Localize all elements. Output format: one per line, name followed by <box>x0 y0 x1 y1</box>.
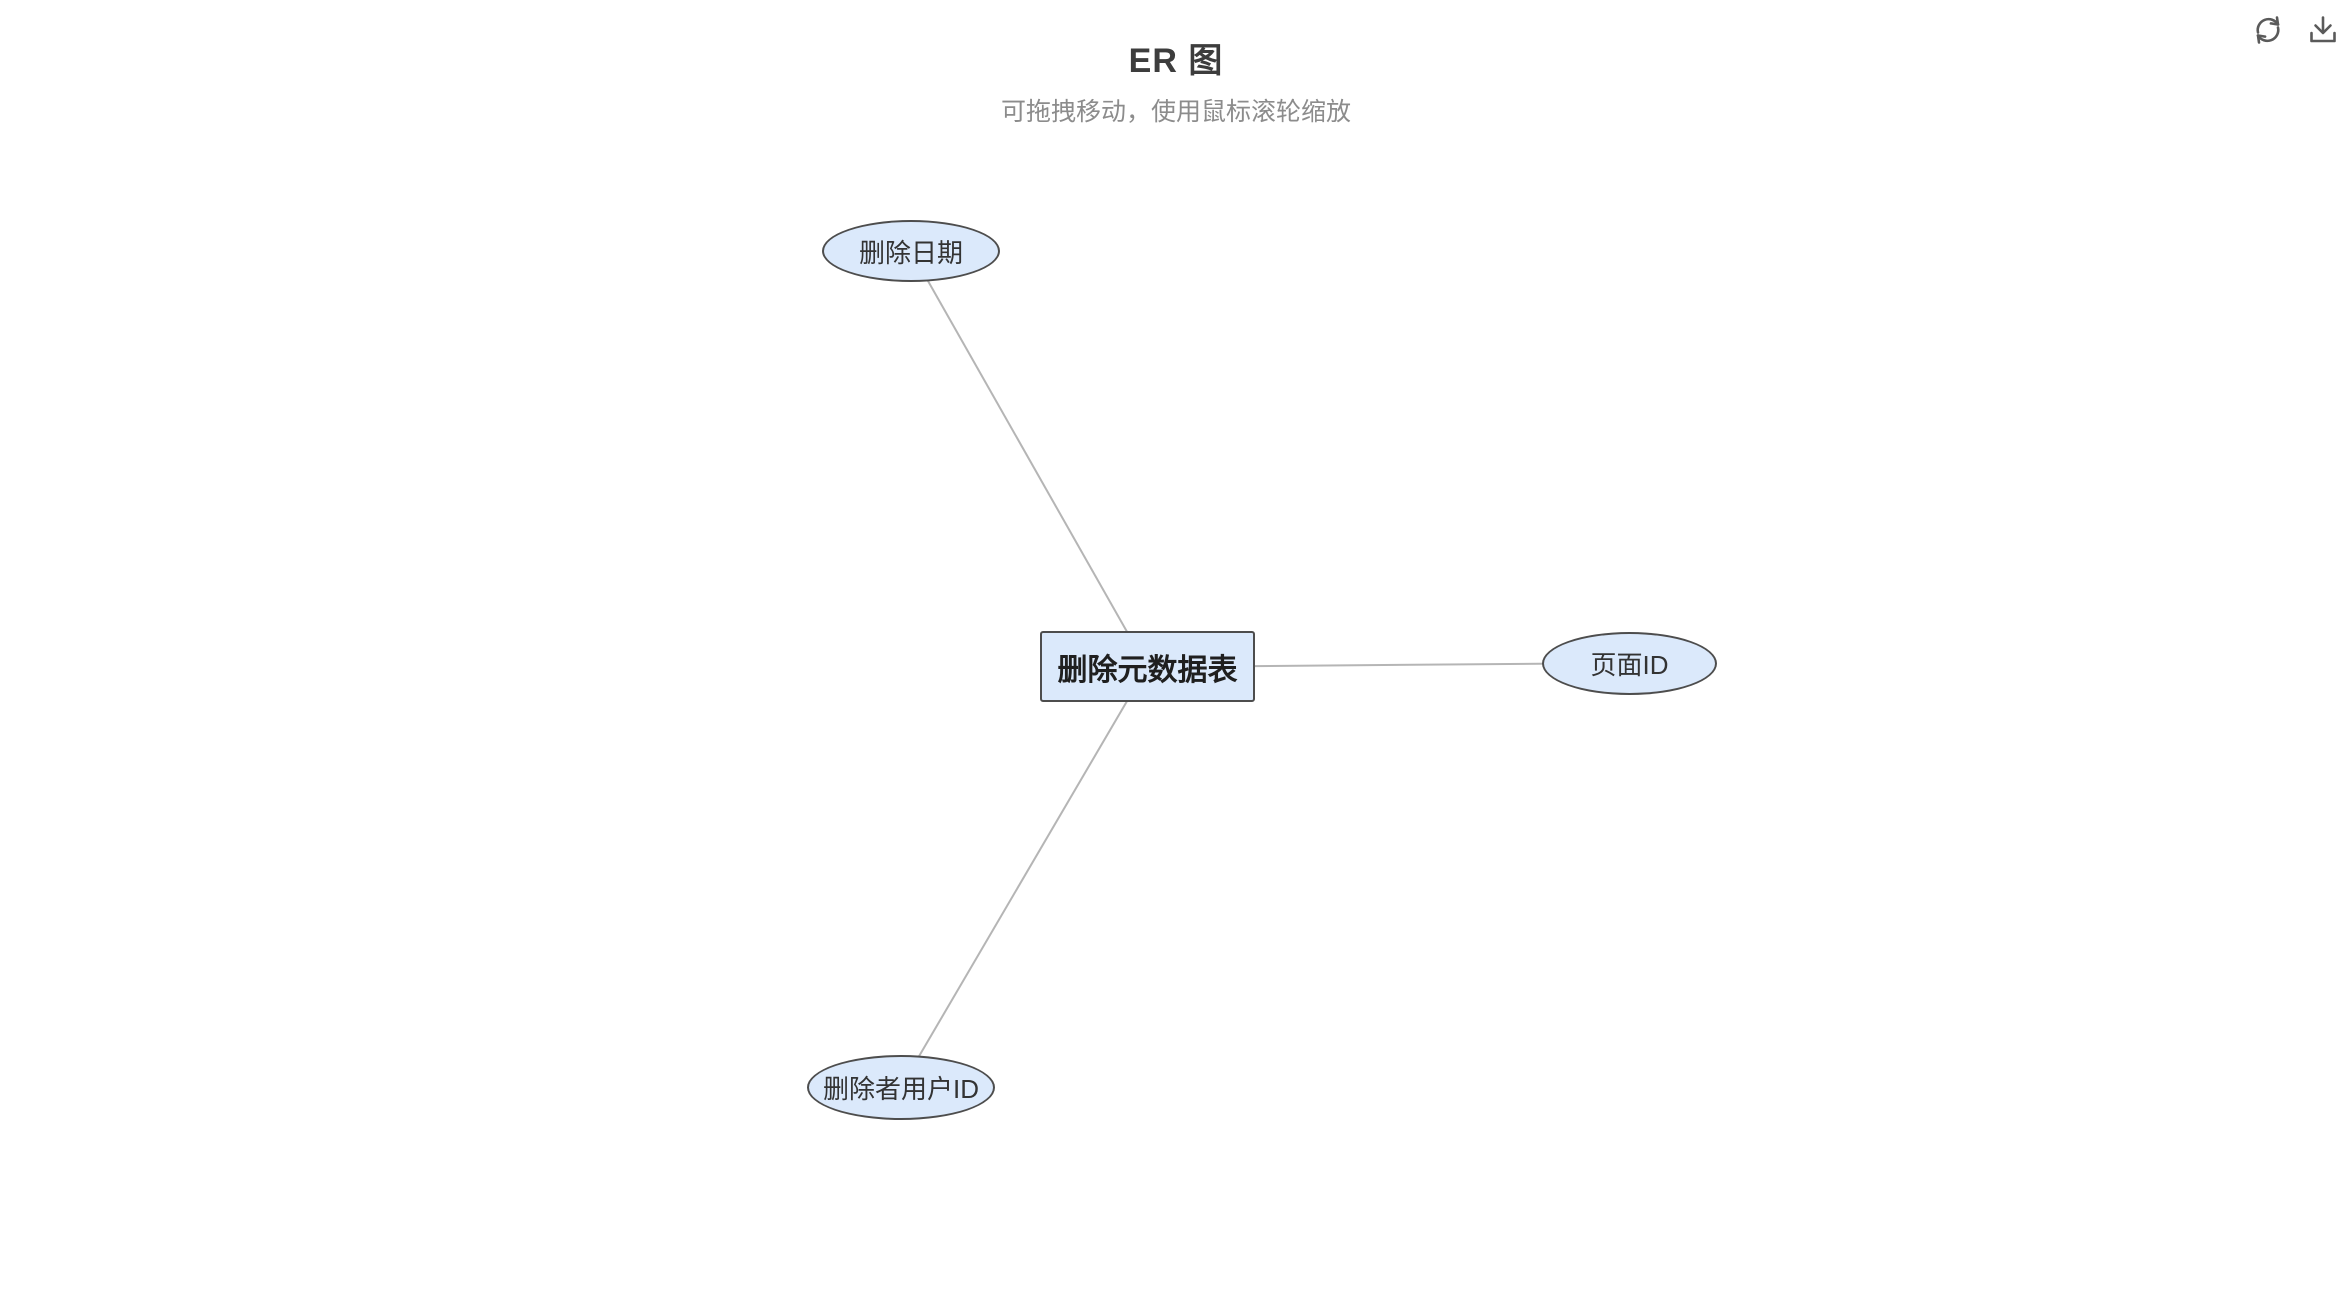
edge-entity-delete-date <box>910 250 1148 668</box>
download-icon <box>2310 16 2336 43</box>
refresh-button[interactable] <box>2251 13 2285 47</box>
attribute-node-page-id[interactable]: 页面ID <box>1542 632 1717 695</box>
refresh-icon <box>2256 16 2280 44</box>
edge-entity-deleter-user-id <box>900 666 1148 1088</box>
attribute-node-delete-date[interactable]: 删除日期 <box>822 220 1000 282</box>
download-button[interactable] <box>2306 13 2340 47</box>
entity-node-delete-metadata-table[interactable]: 删除元数据表 <box>1040 631 1255 702</box>
toolbar <box>2251 13 2340 47</box>
attribute-node-deleter-user-id[interactable]: 删除者用户ID <box>807 1055 995 1120</box>
